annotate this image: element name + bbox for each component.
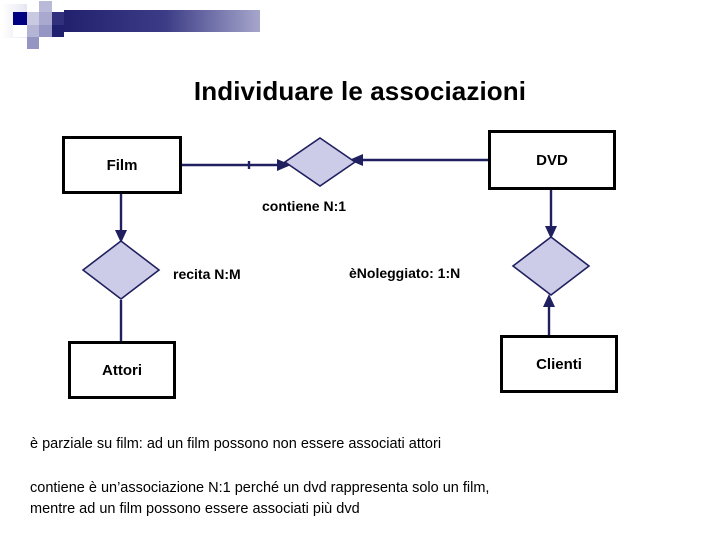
entity-label-film: Film: [106, 156, 138, 174]
diagram-connectors-layer: [81, 137, 591, 341]
notes-block: è parziale su film: ad un film possono n…: [30, 437, 690, 517]
entity-box-film[interactable]: Film: [62, 136, 182, 194]
relationship-diamond-contiene[interactable]: [283, 137, 357, 187]
note-line-3: mentre ad un film possono essere associa…: [30, 501, 360, 517]
entity-label-clienti: Clienti: [536, 355, 582, 373]
relationship-label-contiene: contiene N:1: [262, 198, 347, 214]
relationship-diamond-noleggiato[interactable]: [511, 235, 591, 297]
note-line-2: contiene è un’associazione N:1 perché un…: [30, 479, 490, 496]
entity-box-attori[interactable]: Attori: [68, 341, 176, 399]
entity-label-attori: Attori: [102, 361, 142, 379]
entity-box-clienti[interactable]: Clienti: [500, 335, 618, 393]
entity-label-dvd: DVD: [536, 151, 568, 169]
relationship-diamond-recita[interactable]: [81, 239, 161, 301]
note-line-1: è parziale su film: ad un film possono n…: [30, 436, 442, 452]
er-diagram: Film DVD Attori Clienti contiene N:1 rec…: [62, 130, 618, 399]
relationship-label-recita: recita N:M: [173, 266, 241, 282]
page-title: Individuare le associazioni: [193, 76, 527, 106]
entity-box-dvd[interactable]: DVD: [488, 130, 616, 190]
relationship-label-noleggiato: èNoleggiato: 1:N: [349, 265, 461, 281]
